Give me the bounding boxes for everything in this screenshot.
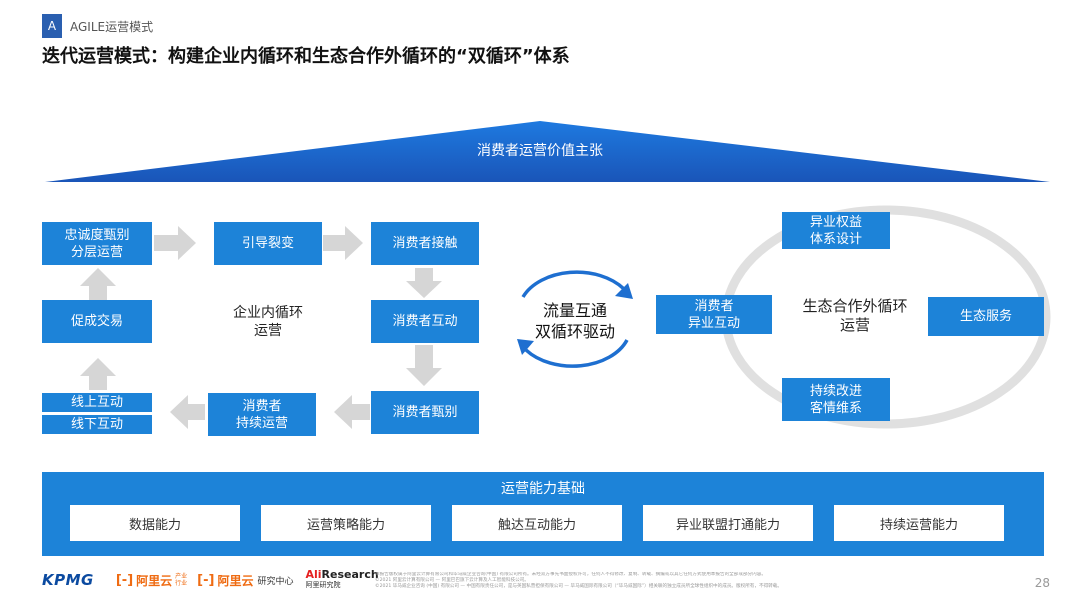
section-letter: A bbox=[42, 14, 62, 38]
capability-alliance: 异业联盟打通能力 bbox=[643, 505, 813, 541]
cycle-arrow-top bbox=[521, 270, 626, 298]
dual-cycle-label: 流量互通 双循环驱动 bbox=[534, 301, 615, 341]
bracket-icon: [-] bbox=[115, 572, 134, 588]
ecosystem-service-box: 生态服务 bbox=[928, 297, 1044, 336]
section-tag: A AGILE运营模式 bbox=[42, 14, 153, 38]
cycle-arrow-bottom bbox=[524, 339, 629, 368]
page-title: 迭代运营模式：构建企业内循环和生态合作外循环的“双循环”体系 bbox=[42, 46, 570, 67]
bracket-icon: [-] bbox=[197, 572, 215, 588]
arrow-contact-to-interact bbox=[406, 268, 442, 298]
loyalty-segmentation-box: 忠诚度甄别 分层运营 bbox=[42, 222, 152, 265]
aliyun-research-logo: [-] 阿里云 研究中心 bbox=[197, 572, 294, 588]
disclaimer: 本报告版权属于阿里云计算有限公司和毕马威企业咨询(中国) 有限公司所有。未经双方… bbox=[375, 572, 782, 590]
foundation-title: 运营能力基础 bbox=[501, 481, 585, 497]
continuous-improvement-box: 持续改进 客情维系 bbox=[782, 378, 890, 421]
aliresearch-logo: AliResearch 阿里研究院 bbox=[305, 568, 379, 589]
capability-sustain: 持续运营能力 bbox=[834, 505, 1004, 541]
arrow-sustain-to-online bbox=[170, 395, 205, 429]
arrow-interact-to-identify bbox=[406, 345, 442, 386]
arrow-identify-to-sustain bbox=[334, 395, 370, 429]
arrow-loyalty-to-guide bbox=[154, 226, 196, 260]
operation-foundation: 运营能力基础 数据能力 运营策略能力 触达互动能力 异业联盟打通能力 持续运营能… bbox=[42, 472, 1044, 556]
deal-box: 促成交易 bbox=[42, 300, 152, 343]
page-number: 28 bbox=[1034, 576, 1050, 590]
value-proposition-label: 消费者运营价值主张 bbox=[477, 143, 603, 159]
capability-strategy: 运营策略能力 bbox=[261, 505, 431, 541]
footer-logos: KPMG [-] 阿里云 产业行业 [-] 阿里云 研究中心 AliResear… bbox=[42, 566, 1042, 594]
arrow-guide-to-contact bbox=[323, 226, 363, 260]
consumer-sustain-box: 消费者 持续运营 bbox=[208, 393, 316, 436]
capability-reach: 触达互动能力 bbox=[452, 505, 622, 541]
guide-fission-box: 引导裂变 bbox=[214, 222, 322, 265]
arrow-online-to-deal bbox=[80, 358, 116, 390]
cross-industry-rights-box: 异业权益 体系设计 bbox=[782, 212, 890, 249]
arrow-deal-to-loyalty bbox=[80, 268, 116, 300]
consumer-contact-box: 消费者接触 bbox=[371, 222, 479, 265]
consumer-identify-box: 消费者甄别 bbox=[371, 391, 479, 434]
section-name: AGILE运营模式 bbox=[70, 19, 154, 34]
aliyun-industry-logo: [-] 阿里云 产业行业 bbox=[115, 572, 188, 588]
online-interaction-box: 线上互动 bbox=[42, 393, 152, 412]
consumer-interaction-box: 消费者互动 bbox=[371, 300, 479, 343]
inner-loop-label: 企业内循环 运营 bbox=[233, 305, 303, 339]
kpmg-logo: KPMG bbox=[42, 571, 94, 589]
capability-data: 数据能力 bbox=[70, 505, 240, 541]
outer-loop-label: 生态合作外循环 运营 bbox=[802, 297, 908, 334]
offline-interaction-box: 线下互动 bbox=[42, 415, 152, 434]
cycle-arrowhead-bottom bbox=[517, 339, 534, 355]
consumer-cross-industry-box: 消费者 异业互动 bbox=[656, 295, 772, 334]
cycle-arrowhead-top bbox=[615, 283, 633, 299]
